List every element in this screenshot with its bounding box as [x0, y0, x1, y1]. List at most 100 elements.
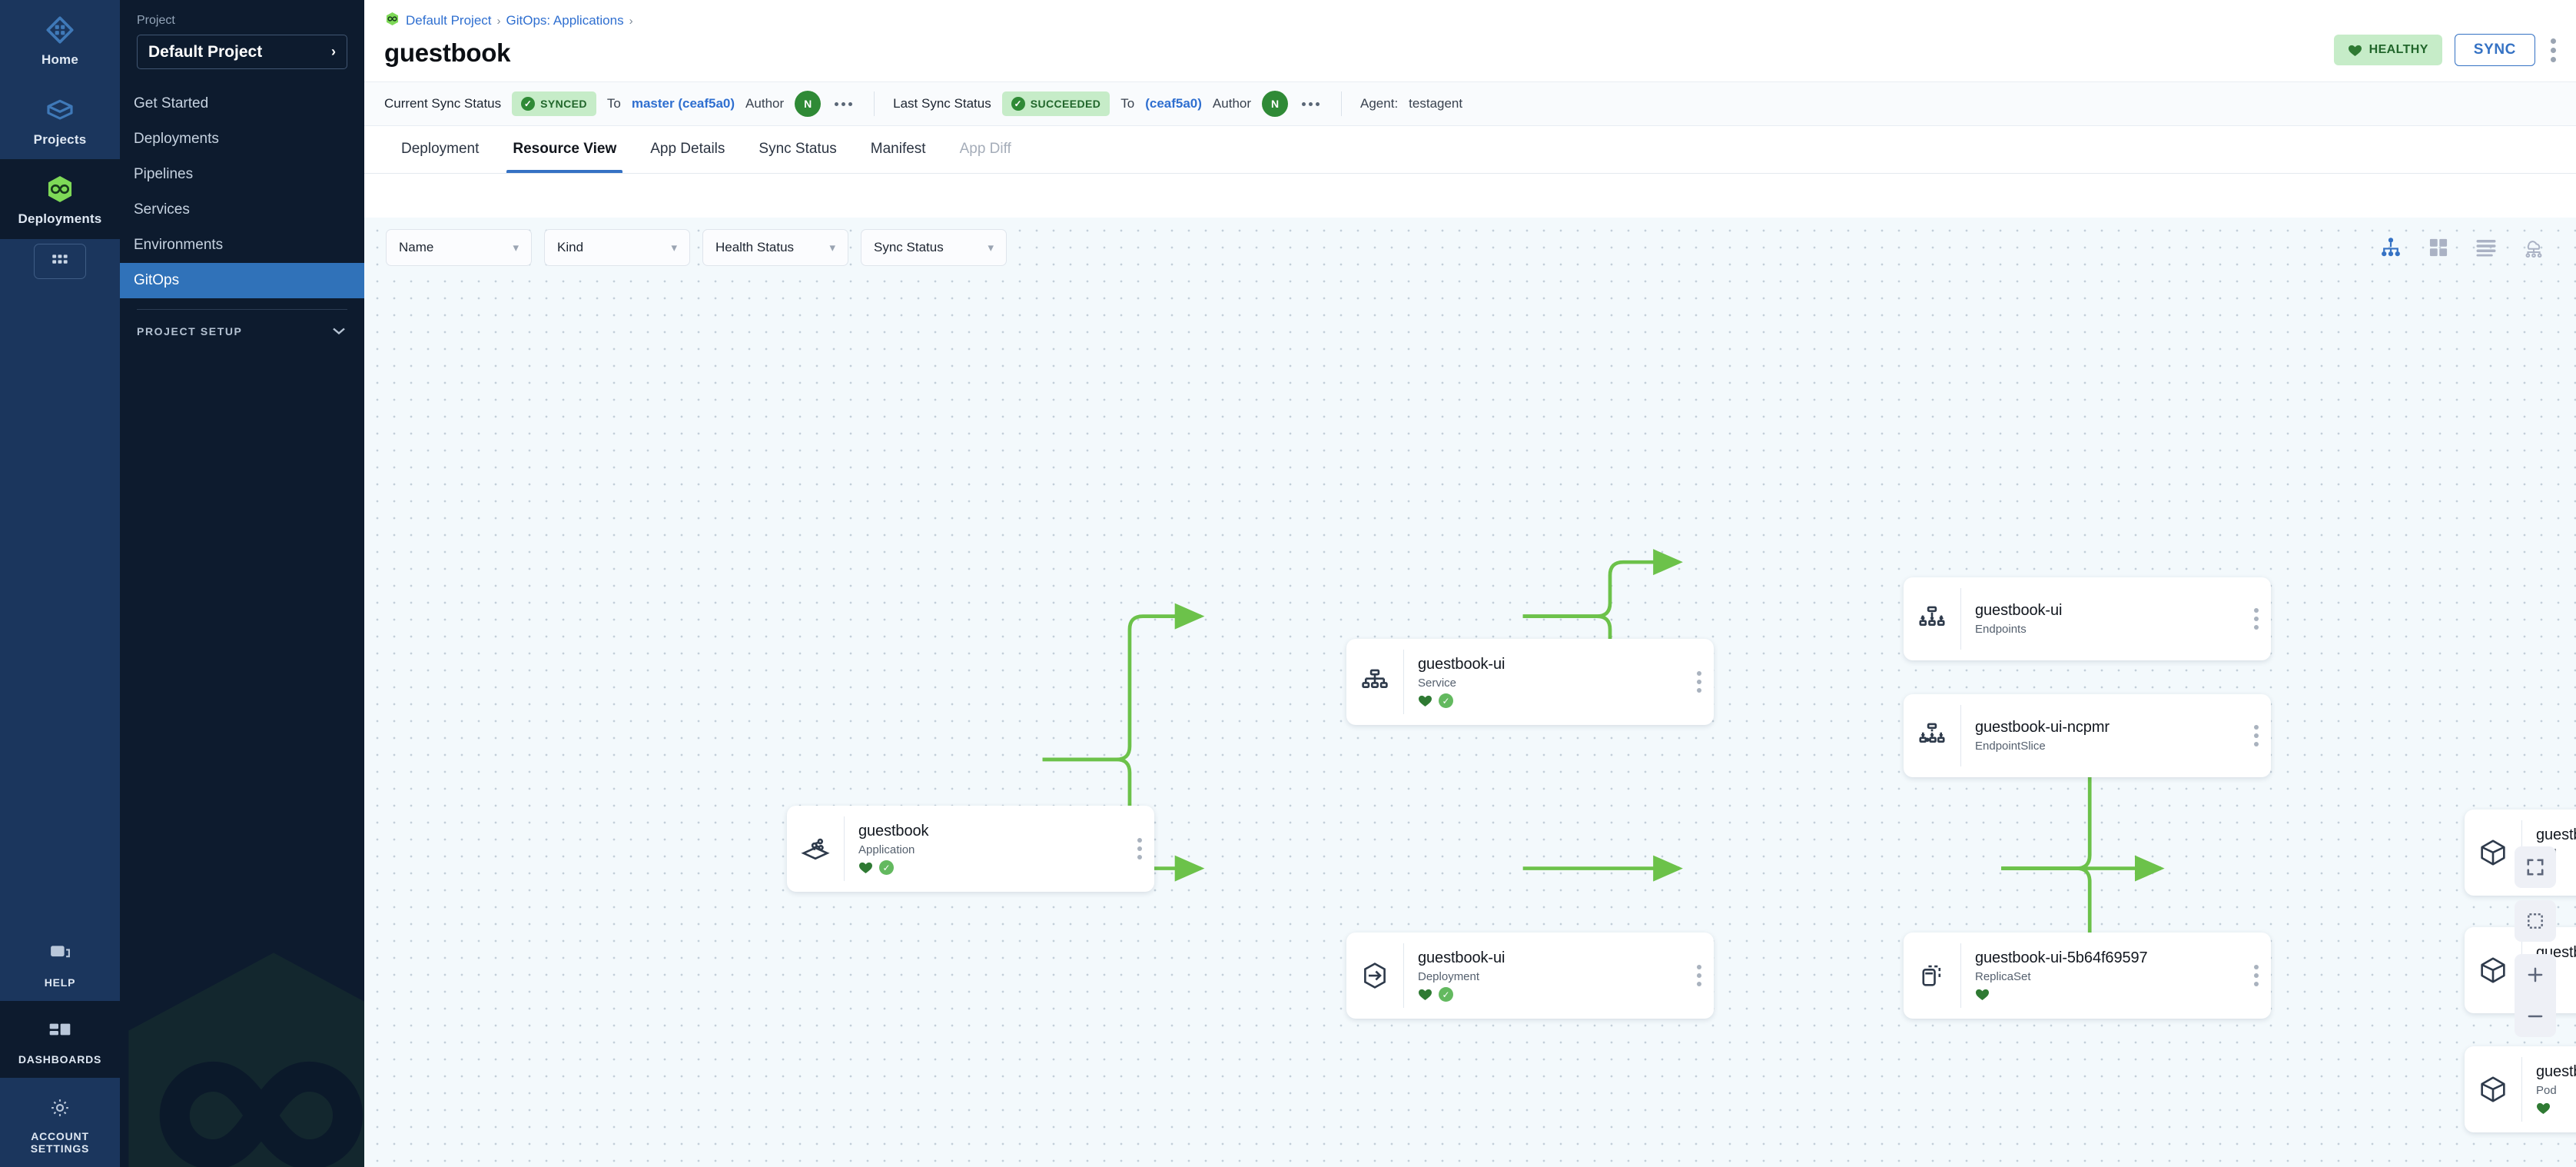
filter-health-status-label: Health Status — [715, 240, 795, 254]
node-divider — [1403, 943, 1404, 1008]
node-divider — [1403, 650, 1404, 714]
tab-sync-status[interactable]: Sync Status — [759, 141, 837, 157]
node-kind: Deployment — [1418, 969, 1480, 983]
endpoints-icon — [1904, 603, 1960, 635]
sidebar-label-pipelines: Pipelines — [134, 166, 194, 182]
sidebar-item-gitops[interactable]: GitOps — [120, 263, 364, 298]
infinity-hex-icon — [3, 173, 117, 205]
filter-health-status[interactable]: Health Status ▾ — [702, 229, 848, 266]
kebab-menu-icon[interactable] — [2548, 35, 2559, 65]
node-menu-icon[interactable] — [1695, 667, 1703, 697]
node-menu-icon[interactable] — [2252, 720, 2260, 751]
heart-icon — [2348, 44, 2362, 57]
node-kind: Application — [858, 843, 915, 856]
tab-deployment[interactable]: Deployment — [401, 141, 480, 157]
breadcrumb-item-gitops-applications[interactable]: GitOps: Applications — [506, 13, 624, 28]
project-nav: Get Started Deployments Pipelines Servic… — [120, 86, 364, 298]
node-name: guestbook-ui-ncpmr — [1975, 719, 2110, 736]
rail-item-dashboards[interactable]: DASHBOARDS — [0, 1000, 120, 1078]
resource-graph-canvas[interactable]: Name ▾ Kind ▾ Health Status ▾ Sync Statu… — [364, 218, 2576, 1167]
sync-check-icon: ✓ — [1439, 987, 1453, 1002]
project-setup-toggle[interactable]: PROJECT SETUP — [137, 314, 347, 348]
node-body: guestbook Application ✓ — [845, 823, 1136, 876]
current-sync-more-icon[interactable] — [832, 99, 855, 109]
project-selector[interactable]: Default Project › — [137, 35, 347, 69]
filter-sync-status-label: Sync Status — [874, 240, 944, 254]
heart-icon — [858, 861, 873, 874]
list-view-icon[interactable] — [2473, 234, 2499, 261]
fit-screen-icon[interactable] — [2515, 846, 2556, 888]
last-author-label: Author — [1212, 96, 1252, 111]
sidebar-item-get-started[interactable]: Get Started — [120, 86, 364, 121]
tab-manifest[interactable]: Manifest — [870, 141, 926, 157]
filter-sync-status[interactable]: Sync Status ▾ — [861, 229, 1007, 266]
rail-item-home[interactable]: Home — [0, 0, 120, 80]
node-name: guestbook-ui — [1975, 602, 2063, 619]
apps-grid-icon[interactable] — [34, 243, 86, 279]
pod-icon — [2465, 836, 2521, 869]
node-menu-icon[interactable] — [1136, 833, 1144, 864]
node-name: guestbook-ui-5b64f6959… — [2536, 826, 2576, 843]
sidebar-item-services[interactable]: Services — [120, 192, 364, 228]
node-status — [2536, 1101, 2576, 1116]
graph-node-service[interactable]: guestbook-ui Service ✓ — [1346, 639, 1714, 725]
node-divider — [2521, 1057, 2522, 1122]
help-icon: ? — [3, 938, 117, 970]
agent-label: Agent: — [1360, 96, 1399, 111]
rail-item-help[interactable]: ? HELP — [0, 924, 120, 1001]
zoom-out-icon[interactable] — [2515, 996, 2556, 1037]
status-divider-2 — [1341, 91, 1343, 116]
graph-node-pod-3[interactable]: guestbook-ui-5b64f6959… Pod — [2465, 1046, 2576, 1132]
sidebar-label-gitops: GitOps — [134, 272, 180, 288]
pod-icon — [2465, 1073, 2521, 1105]
chevron-down-icon: ▾ — [988, 241, 994, 254]
rail-item-projects[interactable]: Projects — [0, 80, 120, 160]
sidebar-item-environments[interactable]: Environments — [120, 228, 364, 263]
breadcrumb-item-default-project[interactable]: Default Project — [406, 13, 492, 28]
tree-view-icon[interactable] — [2378, 234, 2404, 261]
panel-divider — [137, 309, 347, 310]
graph-node-endpointslice[interactable]: guestbook-ui-ncpmr EndpointSlice — [1904, 694, 2271, 777]
select-area-icon[interactable] — [2515, 900, 2556, 942]
rail-item-deployments[interactable]: Deployments — [0, 159, 120, 239]
pod-icon — [2465, 954, 2521, 986]
sync-button[interactable]: SYNC — [2454, 34, 2535, 66]
graph-node-deployment[interactable]: guestbook-ui Deployment ✓ — [1346, 933, 1714, 1019]
rail-item-account-settings[interactable]: ACCOUNT SETTINGS — [0, 1078, 120, 1167]
tab-app-diff: App Diff — [959, 141, 1011, 157]
node-body: guestbook-ui Deployment ✓ — [1404, 949, 1695, 1002]
current-sync-revision-link[interactable]: master (ceaf5a0) — [631, 96, 735, 111]
cloud-network-icon[interactable] — [2521, 234, 2547, 261]
node-divider — [1960, 705, 1961, 766]
main-content: Default Project › GitOps: Applications ›… — [364, 0, 2576, 1167]
zoom-in-icon[interactable] — [2515, 954, 2556, 996]
node-status — [1975, 987, 2245, 1002]
last-sync-revision-link[interactable]: (ceaf5a0) — [1145, 96, 1202, 111]
project-panel-content: Project Default Project › Get Started De… — [120, 0, 364, 348]
tab-resource-view[interactable]: Resource View — [496, 125, 633, 173]
tab-app-details[interactable]: App Details — [650, 141, 725, 157]
node-divider — [844, 816, 845, 881]
graph-node-application[interactable]: guestbook Application ✓ — [787, 806, 1154, 892]
rail-label-help: HELP — [44, 976, 76, 989]
grid-view-icon[interactable] — [2425, 234, 2452, 261]
node-kind: Endpoints — [1975, 623, 2027, 636]
filter-name[interactable]: Name ▾ — [386, 229, 532, 266]
sidebar-item-pipelines[interactable]: Pipelines — [120, 157, 364, 192]
last-sync-more-icon[interactable] — [1299, 99, 1323, 109]
current-sync-status-chip: ✓ SYNCED — [512, 91, 596, 116]
graph-node-replicaset[interactable]: guestbook-ui-5b64f69597 ReplicaSet — [1904, 933, 2271, 1019]
node-kind: ReplicaSet — [1975, 969, 2031, 983]
node-menu-icon[interactable] — [2252, 603, 2260, 634]
filter-kind[interactable]: Kind ▾ — [544, 229, 690, 266]
gear-icon — [3, 1092, 117, 1124]
last-sync-status-value: SUCCEEDED — [1030, 98, 1101, 110]
sidebar-item-deployments[interactable]: Deployments — [120, 121, 364, 157]
node-menu-icon[interactable] — [1695, 960, 1703, 991]
node-divider — [1960, 588, 1961, 650]
node-menu-icon[interactable] — [2252, 960, 2260, 991]
last-sync-status-chip: ✓ SUCCEEDED — [1001, 91, 1110, 116]
graph-node-endpoints[interactable]: guestbook-ui Endpoints — [1904, 577, 2271, 660]
rail-spacer — [0, 279, 120, 924]
breadcrumb-separator: › — [496, 14, 501, 28]
